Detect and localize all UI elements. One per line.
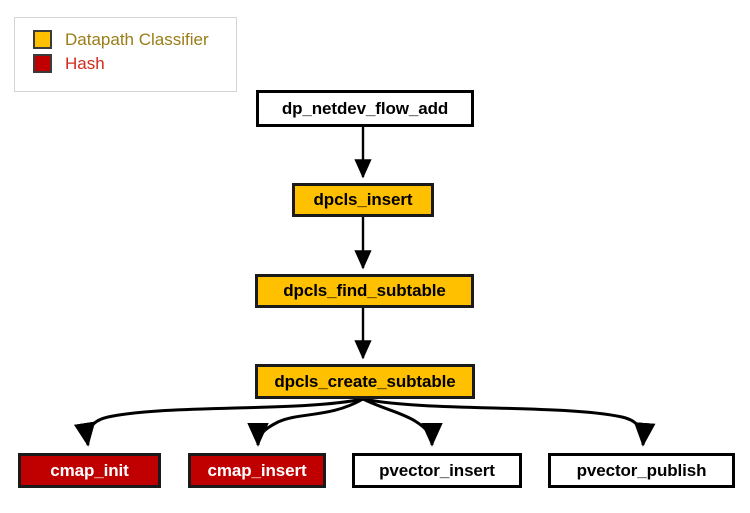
legend-swatch-datapath-classifier xyxy=(33,29,52,49)
edge-dpcls-create-subtable-to-cmap-insert xyxy=(247,397,364,447)
legend: Datapath Classifier Hash xyxy=(14,17,237,92)
node-pvector-insert[interactable]: pvector_insert xyxy=(352,453,522,488)
legend-label-hash: Hash xyxy=(65,53,105,73)
legend-item-datapath-classifier: Datapath Classifier xyxy=(33,27,236,51)
legend-item-hash: Hash xyxy=(33,51,236,75)
legend-swatch-hash xyxy=(33,53,52,73)
node-dp-netdev-flow-add[interactable]: dp_netdev_flow_add xyxy=(256,90,474,127)
node-dpcls-create-subtable[interactable]: dpcls_create_subtable xyxy=(255,364,475,399)
edge-dpcls-create-subtable-to-pvector-publish xyxy=(362,397,656,447)
node-dpcls-find-subtable[interactable]: dpcls_find_subtable xyxy=(255,274,474,308)
node-cmap-init[interactable]: cmap_init xyxy=(18,453,161,488)
edge-dpcls-create-subtable-to-pvector-insert xyxy=(362,397,443,447)
node-dpcls-insert[interactable]: dpcls_insert xyxy=(292,183,434,217)
node-pvector-publish[interactable]: pvector_publish xyxy=(548,453,735,488)
node-cmap-insert[interactable]: cmap_insert xyxy=(188,453,326,488)
legend-label-datapath-classifier: Datapath Classifier xyxy=(65,29,209,49)
edge-dpcls-create-subtable-to-cmap-init xyxy=(73,397,364,447)
